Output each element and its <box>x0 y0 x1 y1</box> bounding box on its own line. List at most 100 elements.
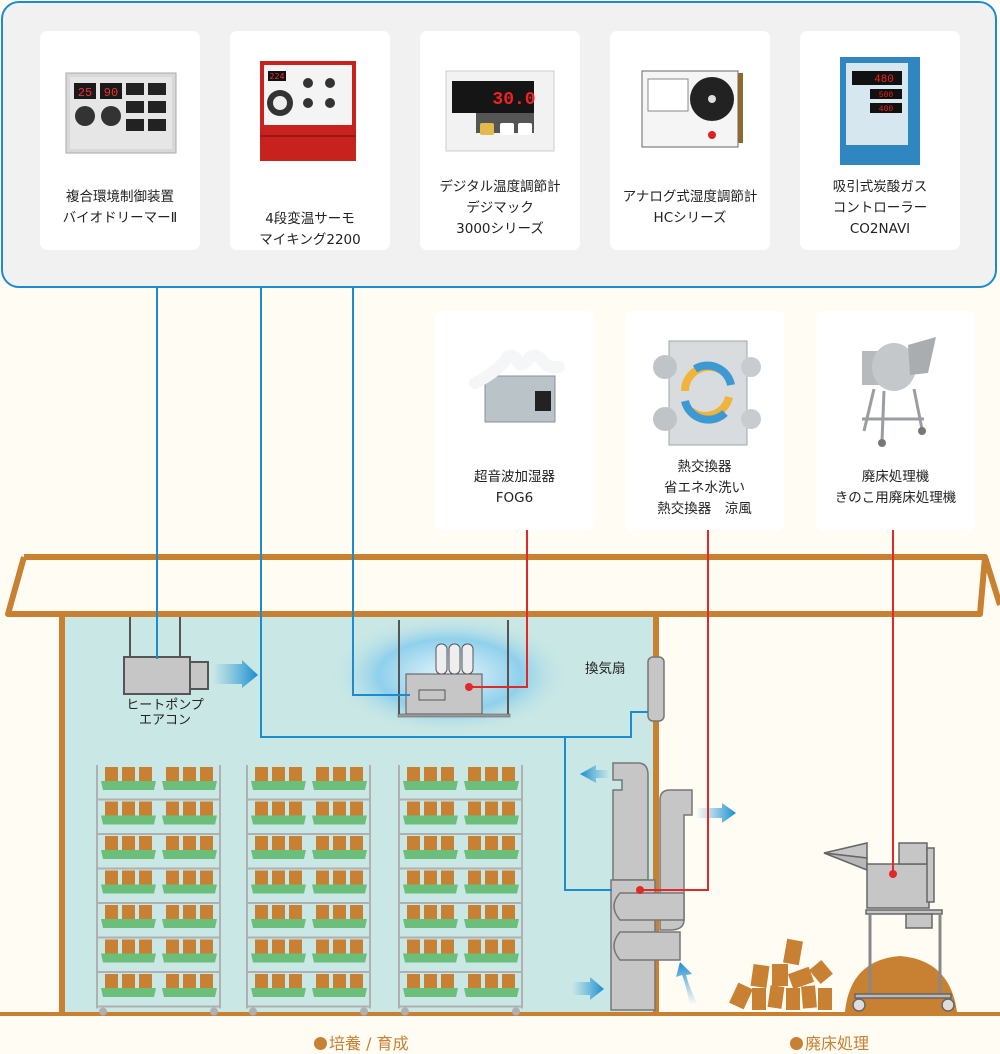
mushroom-block <box>183 836 196 850</box>
mushroom-block <box>200 974 213 988</box>
mushroom-block <box>183 767 196 781</box>
label-line: エアコン <box>138 713 191 728</box>
mushroom-block <box>485 905 498 919</box>
mushroom-block <box>139 974 152 988</box>
rack-wheel <box>512 1007 520 1016</box>
tray <box>312 953 367 963</box>
mushroom-block <box>468 801 481 816</box>
mushroom-block <box>407 836 420 850</box>
mushroom-block <box>407 974 420 988</box>
tray <box>403 815 458 825</box>
mushroom-block <box>122 767 135 781</box>
tray <box>312 919 367 928</box>
mushroom-block <box>502 767 515 781</box>
mushroom-block <box>200 905 213 919</box>
tray <box>464 850 519 859</box>
mushroom-block <box>424 905 437 919</box>
heat-pump-label: ヒートポンプ エアコン <box>110 698 220 728</box>
tray <box>101 815 156 825</box>
mushroom-block <box>166 767 179 781</box>
mushroom-block <box>105 836 118 850</box>
mushroom-block <box>441 801 454 816</box>
mushroom-block <box>139 767 152 781</box>
mushroom-block <box>424 801 437 816</box>
zone-label-cultivation: 培養 / 育成 <box>314 1030 409 1054</box>
digimac-image: 30.0 <box>445 70 555 152</box>
label-line: 超音波加湿器 <box>474 469 555 485</box>
controller-card-co2navi[interactable]: 480 500 400 吸引式炭酸ガス コントローラー CO2NAVI <box>800 31 960 250</box>
tray <box>312 815 367 825</box>
humidifier-unit <box>397 620 511 718</box>
mushroom-block <box>139 870 152 885</box>
equipment-card-fog6[interactable]: 超音波加湿器 FOG6 <box>435 311 594 530</box>
airflow-arrow-icon <box>676 962 698 1005</box>
mushroom-block <box>122 870 135 885</box>
mushroom-block <box>183 939 196 954</box>
mushroom-block <box>502 974 515 988</box>
mushroom-block <box>272 767 285 781</box>
mushroom-block <box>350 870 363 885</box>
tray <box>251 850 306 859</box>
mushroom-block <box>122 836 135 850</box>
mushroom-block <box>333 870 346 885</box>
label-line: バイオドリーマーⅡ <box>62 210 178 226</box>
tray <box>162 919 217 928</box>
equipment-card-heat-exchanger[interactable]: 熱交換器 省エネ水洗い 熱交換器 涼風 <box>625 311 784 530</box>
mushroom-block <box>255 801 268 816</box>
tray <box>101 919 156 928</box>
equipment-card-waste-processor[interactable]: 廃床処理機 きのこ用廃床処理機 <box>816 311 975 530</box>
tray <box>101 884 156 894</box>
tray <box>312 850 367 859</box>
waste-blocks <box>729 938 833 1010</box>
mushroom-block <box>255 836 268 850</box>
mushroom-block <box>441 974 454 988</box>
mushroom-block <box>289 974 302 988</box>
label-line: ヒートポンプ <box>126 698 204 713</box>
connection-dot <box>636 886 644 894</box>
mushroom-block <box>350 974 363 988</box>
waste-processor-unit <box>823 842 955 1012</box>
display-value: 30.0 <box>492 90 535 110</box>
label-line: デジマック <box>466 200 534 216</box>
mushroom-block <box>272 905 285 919</box>
controller-label: 吸引式炭酸ガス コントローラー CO2NAVI <box>800 177 960 240</box>
controller-label: アナログ式湿度調節計 HCシリーズ <box>610 187 770 229</box>
mushroom-block <box>105 939 118 954</box>
label-line: 廃床処理機 <box>861 469 930 485</box>
controller-card-bio-dreamer[interactable]: 25 90 複合環境制御装置 バイオドリーマーⅡ <box>40 31 200 250</box>
label-line: コントローラー <box>832 200 928 216</box>
equipment-label: 廃床処理機 きのこ用廃床処理機 <box>816 467 975 509</box>
display-value: 25 <box>78 86 92 100</box>
mushroom-block <box>272 870 285 885</box>
cultivation-racks <box>96 765 523 1016</box>
bullet-icon <box>314 1037 327 1050</box>
mushroom-block <box>424 767 437 781</box>
rack-wheel <box>99 1007 107 1016</box>
mushroom-block <box>166 870 179 885</box>
tray <box>464 884 519 894</box>
mushroom-block <box>105 767 118 781</box>
controller-card-hc-series[interactable]: アナログ式湿度調節計 HCシリーズ <box>610 31 770 250</box>
ventilation-fan-label: 換気扇 <box>585 661 626 677</box>
tray <box>403 988 458 997</box>
waste-processor-image <box>862 337 936 447</box>
mushroom-block <box>122 939 135 954</box>
mushroom-block <box>485 974 498 988</box>
controller-label: 複合環境制御装置 バイオドリーマーⅡ <box>40 187 200 229</box>
display-value: 480 <box>874 74 894 86</box>
mushroom-block <box>424 870 437 885</box>
controller-card-maiking[interactable]: 224 4段変温サーモ マイキング2200 <box>230 31 390 250</box>
label-line: 熱交換器 涼風 <box>657 501 752 517</box>
mushroom-block <box>485 767 498 781</box>
mushroom-block <box>350 836 363 850</box>
mushroom-block <box>502 905 515 919</box>
mushroom-block <box>316 939 329 954</box>
controller-card-digimac[interactable]: 30.0 デジタル温度調節計 デジマック 3000シリーズ <box>420 31 580 250</box>
zone-label-text: 廃床処理 <box>805 1034 870 1053</box>
mushroom-block <box>183 974 196 988</box>
mushroom-block <box>122 974 135 988</box>
heat-exchanger-image <box>653 340 761 446</box>
mushroom-block <box>485 836 498 850</box>
mushroom-block <box>166 905 179 919</box>
